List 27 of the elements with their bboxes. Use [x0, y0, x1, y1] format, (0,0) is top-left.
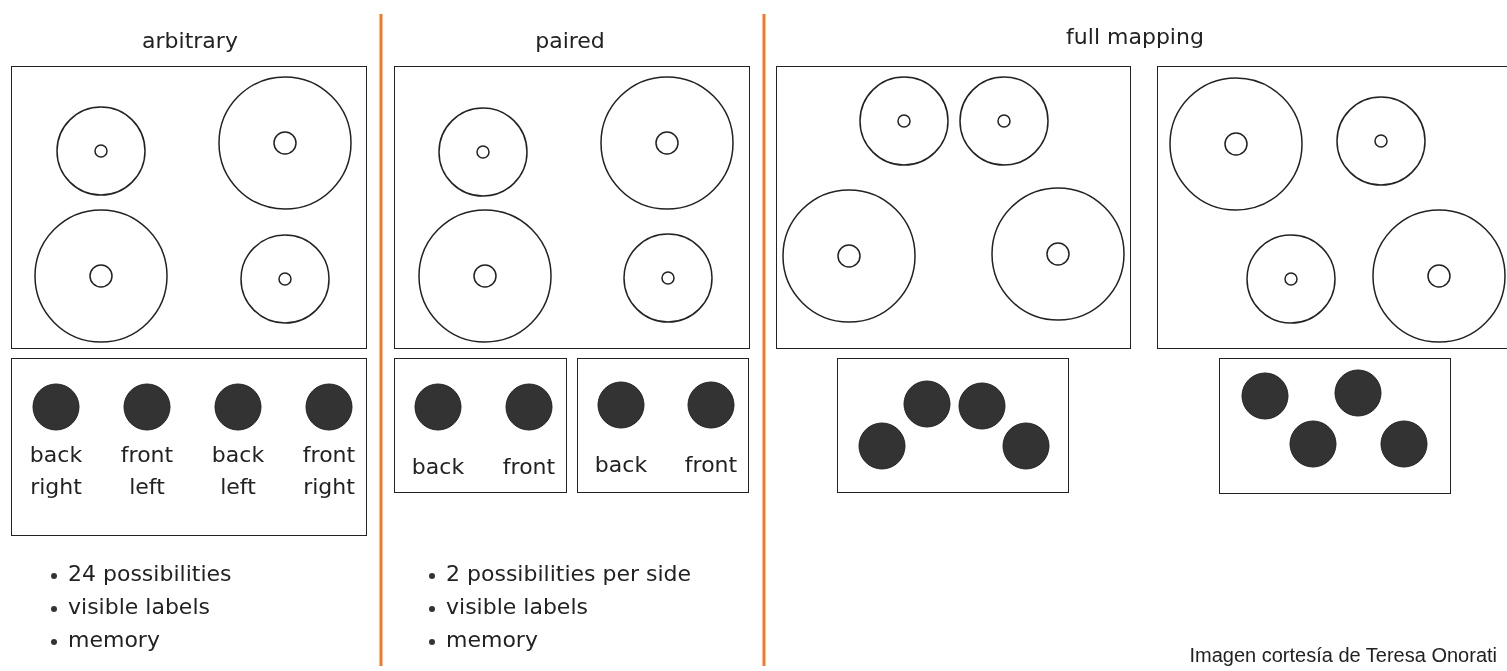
column-heading: arbitrary [142, 28, 238, 53]
knob-label: front [501, 453, 557, 481]
credit-text: Imagen cortesía de Teresa Onorati [1189, 644, 1497, 667]
knob-label: back [593, 451, 649, 479]
cooktop-panel [1157, 66, 1507, 349]
cooktop-panel [11, 66, 367, 349]
knob-panel [11, 358, 367, 536]
bullet-item: visible labels [446, 594, 588, 619]
knob-panel [394, 358, 567, 493]
cooktop-panel [394, 66, 750, 349]
knob-panel [577, 358, 749, 493]
column-heading: full mapping [1066, 24, 1204, 49]
column-heading: paired [535, 28, 605, 53]
bullet-item: memory [446, 627, 538, 652]
cooktop-panel [776, 66, 1131, 349]
bullet-item: 2 possibilities per side [446, 561, 692, 586]
knob-label: back [410, 453, 466, 481]
knob-label: front [683, 451, 739, 479]
knob-label: front left [119, 441, 175, 501]
knob-panel [1219, 358, 1451, 494]
knob-label: back left [210, 441, 266, 501]
bullet-item: visible labels [68, 594, 210, 619]
knob-label: back right [28, 441, 84, 501]
bullet-item: memory [68, 627, 160, 652]
knob-label: front right [301, 441, 357, 501]
knob-panel [837, 358, 1069, 493]
bullet-item: 24 possibilities [68, 561, 232, 586]
